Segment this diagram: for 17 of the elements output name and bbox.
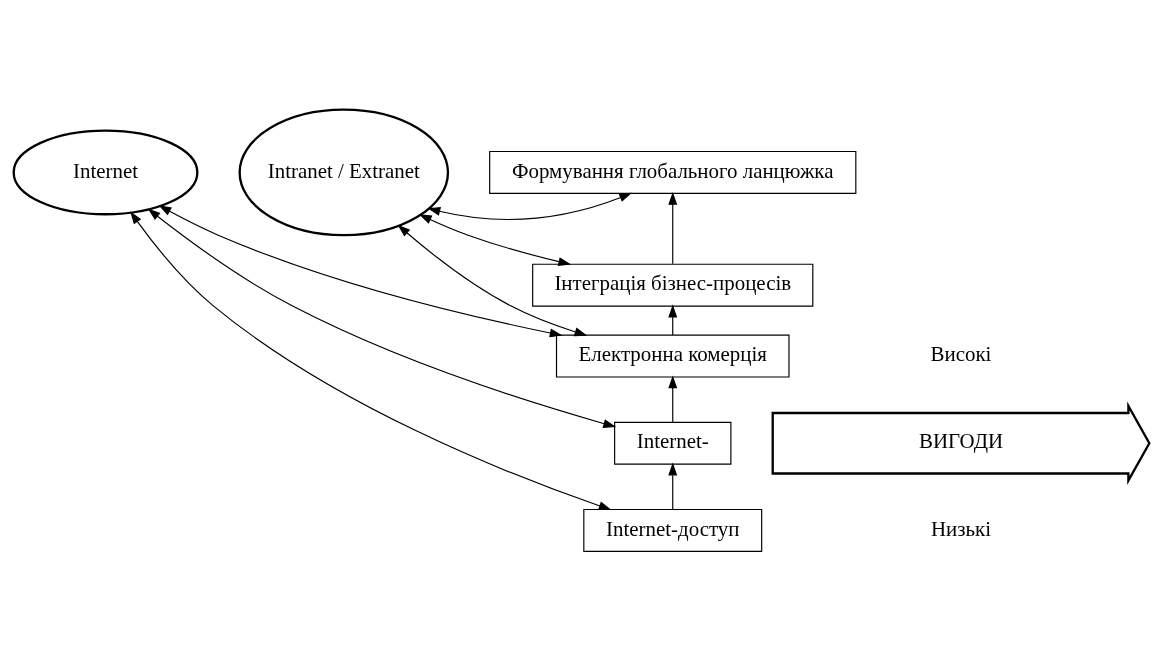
arrow xyxy=(397,224,588,337)
node-box: Електронна комерція xyxy=(555,334,790,378)
arrow xyxy=(668,191,678,265)
label: Високі xyxy=(930,342,992,367)
label: Низькі xyxy=(930,516,992,541)
node-box: Інтеграція бізнес-процесів xyxy=(532,263,814,307)
arrow xyxy=(427,192,633,220)
arrow xyxy=(668,462,678,510)
arrow xyxy=(668,375,678,423)
arrow xyxy=(668,304,678,336)
arrow xyxy=(158,205,563,338)
node-box: Internet-доступ xyxy=(583,508,763,552)
arrow xyxy=(418,214,572,266)
arrow xyxy=(147,208,617,428)
arrow xyxy=(130,211,612,511)
node-box: Формування глобального ланцюжка xyxy=(489,150,857,194)
node-box: Internet- xyxy=(614,421,732,465)
